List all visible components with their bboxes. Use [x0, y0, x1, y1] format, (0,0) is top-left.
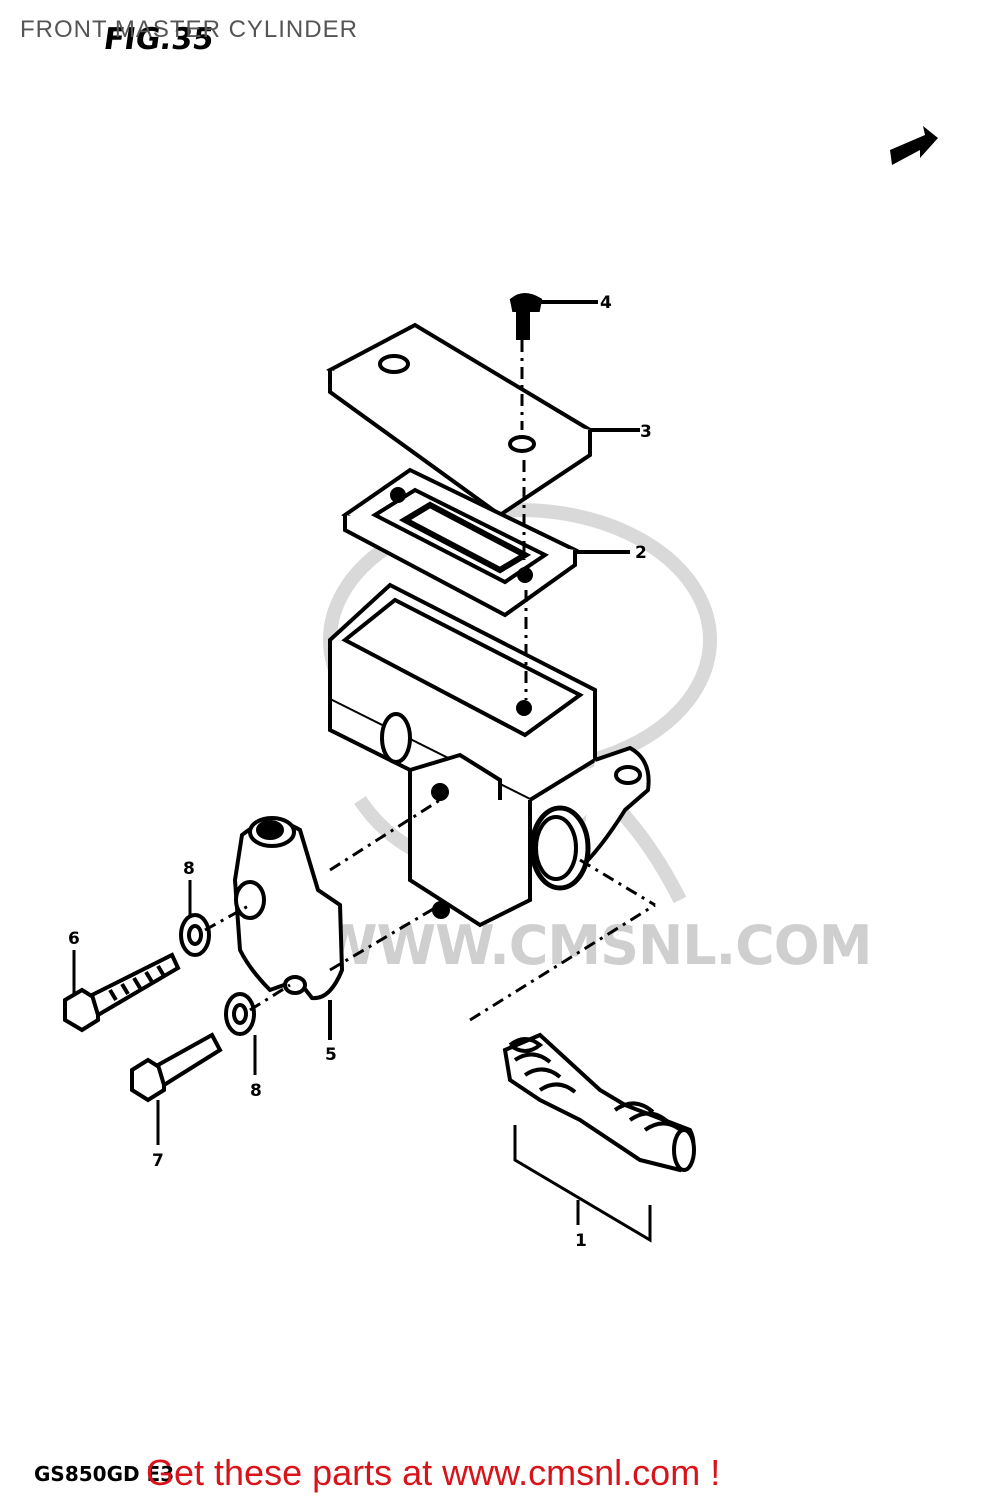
assembly-lines [204, 340, 656, 1022]
callout-2: 2 [635, 543, 647, 563]
callout-3: 3 [640, 422, 652, 442]
washer-lower [224, 992, 256, 1036]
callout-5: 5 [325, 1045, 337, 1065]
callout-8-lower: 8 [250, 1081, 262, 1101]
callout-4: 4 [600, 293, 612, 313]
callout-6: 6 [68, 929, 80, 949]
lever-holder [232, 816, 345, 1040]
callout-1: 1 [575, 1231, 587, 1251]
direction-arrow-icon [890, 126, 938, 165]
reservoir-cap [326, 322, 640, 518]
leader-lines [72, 880, 257, 1145]
model-code: GS850GD E3 [34, 1462, 175, 1486]
washer-upper [179, 913, 211, 957]
diagram-title: FRONT MASTER CYLINDER [20, 16, 358, 43]
piston-bracket [513, 1125, 652, 1243]
callout-8-upper: 8 [183, 859, 195, 879]
callout-7: 7 [152, 1151, 164, 1171]
watermark-text: WWW.CMSNL.COM [318, 914, 872, 977]
promo-link[interactable]: Get these parts at www.cmsnl.com ! [146, 1452, 721, 1493]
diaphragm [341, 467, 630, 618]
piston-assembly [502, 1032, 696, 1173]
long-bolt [63, 952, 181, 1033]
cap-screw [509, 293, 598, 340]
master-cylinder-body [328, 582, 651, 928]
short-bolt [130, 1032, 223, 1103]
